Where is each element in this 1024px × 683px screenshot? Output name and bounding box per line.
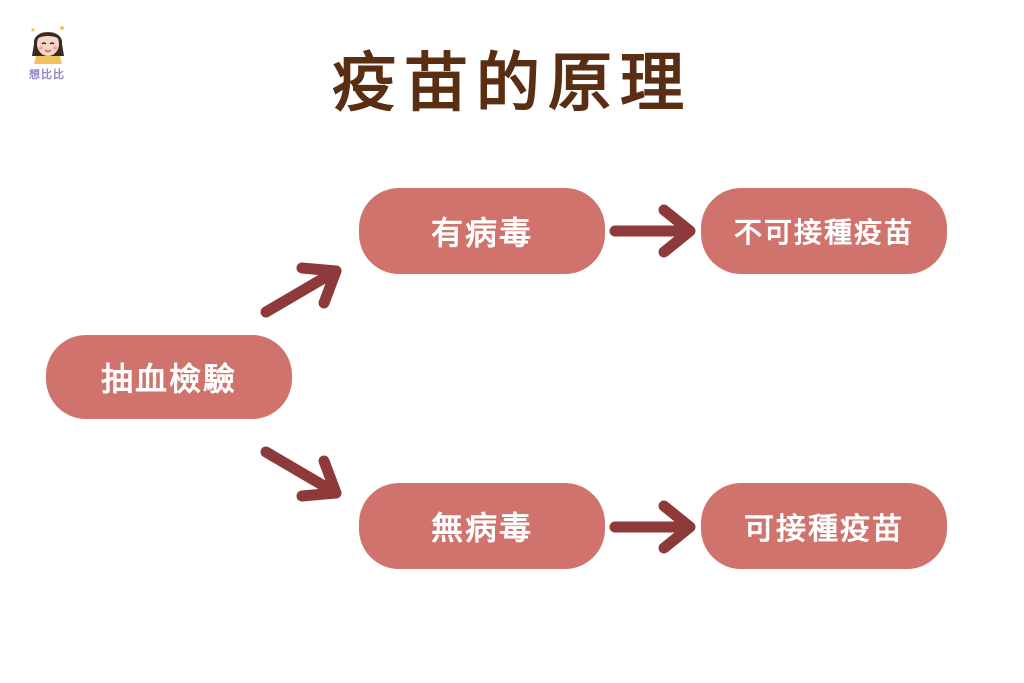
logo: 想比比 — [18, 16, 76, 92]
node-can-vaccinate: 可接種疫苗 — [701, 483, 947, 569]
node-cannot-vaccinate: 不可接種疫苗 — [701, 188, 947, 274]
page-title: 疫苗的原理 — [332, 47, 692, 121]
arrow-to-no-virus — [260, 446, 342, 502]
node-blood-test: 抽血檢驗 — [46, 335, 292, 419]
avatar-icon — [31, 26, 64, 64]
node-no-virus: 無病毒 — [359, 483, 605, 569]
arrow-to-can-vaccinate — [609, 500, 696, 554]
node-has-virus: 有病毒 — [359, 188, 605, 274]
arrow-to-has-virus — [260, 262, 342, 318]
arrow-to-cannot-vaccinate — [609, 204, 696, 258]
logo-text: 想比比 — [29, 68, 65, 81]
